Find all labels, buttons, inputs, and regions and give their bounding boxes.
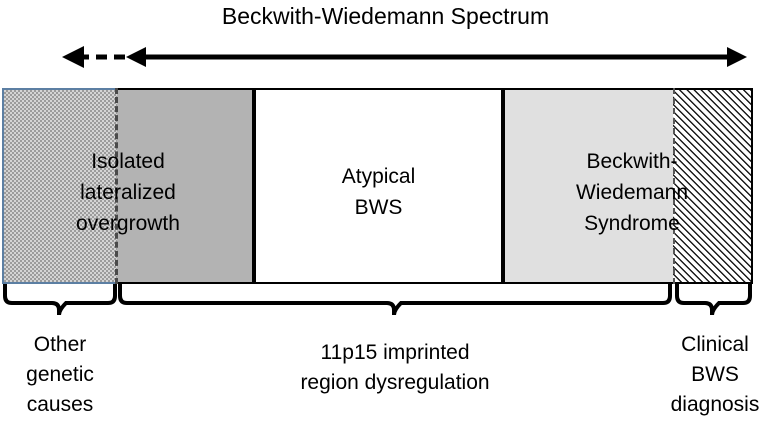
- brace-clinical-bws-diagnosis: [675, 284, 752, 316]
- segment-isolated-lateralized-overgrowth[interactable]: [117, 88, 254, 284]
- brace-group: [3, 284, 752, 316]
- spectrum-double-arrow: [62, 46, 747, 68]
- divider-dashed-left: [115, 88, 118, 284]
- segment-other-genetic-causes-checker[interactable]: [2, 88, 117, 284]
- spectrum-bar: Isolated lateralized overgrowth Atypical…: [2, 88, 753, 284]
- caption-11p15-imprinted-region-dysregulation: 11p15 imprinted region dysregulation: [300, 341, 490, 394]
- brace-11p15-dysregulation: [118, 284, 672, 316]
- arrow-head-right-icon: [727, 47, 747, 67]
- segment-clinical-bws-hatched[interactable]: [673, 88, 753, 284]
- segment-beckwith-wiedemann-syndrome[interactable]: [503, 88, 675, 284]
- arrow-head-outer-left-icon: [62, 46, 84, 68]
- page-title: Beckwith-Wiedemann Spectrum: [221, 3, 550, 29]
- caption-clinical-bws-diagnosis: Clinical BWS diagnosis: [670, 333, 760, 416]
- segment-label-isolated-lateralized-overgrowth: Isolated lateralized overgrowth: [76, 150, 180, 235]
- arrow-head-inner-left-icon: [126, 47, 146, 67]
- segment-atypical-bws[interactable]: [254, 88, 503, 284]
- segment-label-beckwith-wiedemann-syndrome: Beckwith- Wiedemann Syndrome: [575, 150, 689, 235]
- divider-dashed-right: [673, 88, 675, 284]
- segment-label-atypical-bws: Atypical BWS: [341, 165, 416, 219]
- brace-other-genetic-causes: [3, 284, 117, 316]
- caption-other-genetic-causes: Other genetic causes: [26, 333, 94, 416]
